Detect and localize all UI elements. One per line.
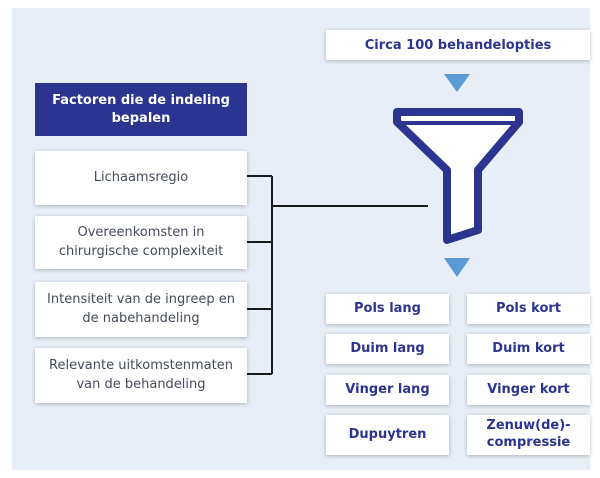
factor-intensity: Intensiteit van de ingreep en de nabehan… bbox=[35, 282, 247, 337]
factors-header: Factoren die de indeling bepalen bbox=[35, 83, 247, 136]
treatment-options-label: Circa 100 behandelopties bbox=[326, 30, 590, 60]
factor-body-region: Lichaamsregio bbox=[35, 151, 247, 205]
funnel-icon bbox=[393, 108, 523, 244]
down-arrow-top-icon bbox=[444, 74, 470, 92]
factor-surgical-complexity: Overeenkomsten in chirurgische complexit… bbox=[35, 216, 247, 269]
category-finger-long: Vinger lang bbox=[326, 375, 449, 405]
category-thumb-long: Duim lang bbox=[326, 334, 449, 364]
down-arrow-bottom-icon bbox=[444, 258, 470, 277]
category-wrist-short: Pols kort bbox=[467, 294, 590, 324]
factors-bracket bbox=[247, 175, 428, 375]
category-dupuytren: Dupuytren bbox=[326, 415, 449, 455]
factor-outcome-measures: Relevante uitkomstenmaten van de behande… bbox=[35, 348, 247, 403]
category-finger-short: Vinger kort bbox=[467, 375, 590, 405]
category-thumb-short: Duim kort bbox=[467, 334, 590, 364]
category-nerve-compression: Zenuw(de)-compressie bbox=[467, 415, 590, 455]
category-wrist-long: Pols lang bbox=[326, 294, 449, 324]
